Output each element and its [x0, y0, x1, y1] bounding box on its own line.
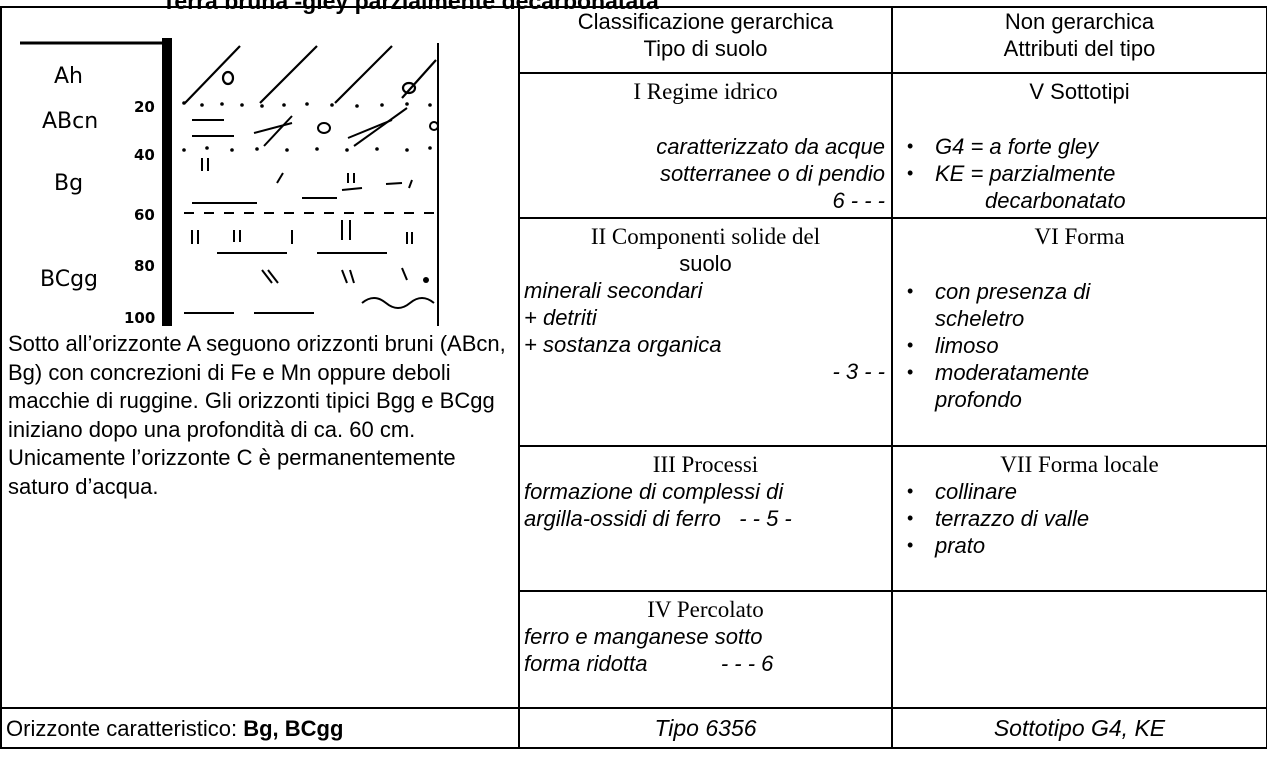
footer-horizon: Orizzonte caratteristico: Bg, BCgg [0, 707, 520, 749]
profile-description: Sotto all’orizzonte A seguono orizzonti … [8, 331, 506, 499]
list-item: moderatamente [907, 359, 1266, 386]
list-item: limoso [907, 332, 1266, 359]
depth-label-80: 80 [134, 257, 155, 275]
cell-empty [891, 590, 1267, 709]
depth-label-40: 40 [134, 146, 155, 164]
ah-diagonals [184, 45, 437, 104]
list-item: collinare [907, 478, 1266, 505]
profile-cell: Ah ABcn Bg BCgg 20 40 60 80 100 Sotto al… [0, 6, 520, 709]
horizon-label-abcn: ABcn [42, 109, 99, 134]
horizon-label-bcgg: BCgg [40, 267, 98, 292]
cell-percolato: IV Percolato ferro e manganese sotto for… [518, 590, 893, 709]
bg-marks [192, 158, 413, 204]
cell-componenti-solide: II Componenti solide del suolo minerali … [518, 217, 893, 447]
abcn-dots [182, 101, 432, 152]
footer-sottotipo: Sottotipo G4, KE [891, 707, 1267, 749]
list-item: prato [907, 532, 1266, 559]
soil-profile-drawing: Ah ABcn Bg BCgg 20 40 60 80 100 [2, 8, 518, 327]
list-item: terrazzo di valle [907, 505, 1266, 532]
profile-svg [20, 38, 439, 326]
cell-sottotipi: V Sottotipi G4 = a forte gley KE = parzi… [891, 72, 1267, 219]
depth-label-100: 100 [124, 309, 156, 327]
list-item: con presenza di [907, 278, 1266, 305]
soil-table: Ah ABcn Bg BCgg 20 40 60 80 100 Sotto al… [0, 6, 1267, 749]
forma-locale-list: collinare terrazzo di valle prato [893, 478, 1266, 559]
forma-list: con presenza di [893, 278, 1266, 305]
header-non-hierarchical: Non gerarchica Attributi del tipo [891, 6, 1267, 74]
header-hierarchical: Classificazione gerarchica Tipo di suolo [518, 6, 893, 74]
list-item: KE = parzialmente [907, 160, 1266, 187]
abcn-marks [192, 107, 439, 147]
depth-label-60: 60 [134, 206, 155, 224]
cell-forma: VI Forma con presenza di scheletro limos… [891, 217, 1267, 447]
bcgg-marks [184, 220, 435, 314]
horizon-label-bg: Bg [54, 171, 84, 196]
cell-forma-locale: VII Forma locale collinare terrazzo di v… [891, 445, 1267, 592]
cell-regime-idrico: I Regime idrico caratterizzato da acque … [518, 72, 893, 219]
cell-processi: III Processi formazione di complessi di … [518, 445, 893, 592]
horizon-label-ah: Ah [54, 64, 83, 89]
depth-scale-bar [162, 38, 172, 326]
list-item: G4 = a forte gley [907, 133, 1266, 160]
footer-tipo: Tipo 6356 [518, 707, 893, 749]
depth-label-20: 20 [134, 98, 155, 116]
sottotipi-list: G4 = a forte gley KE = parzialmente [893, 133, 1266, 187]
